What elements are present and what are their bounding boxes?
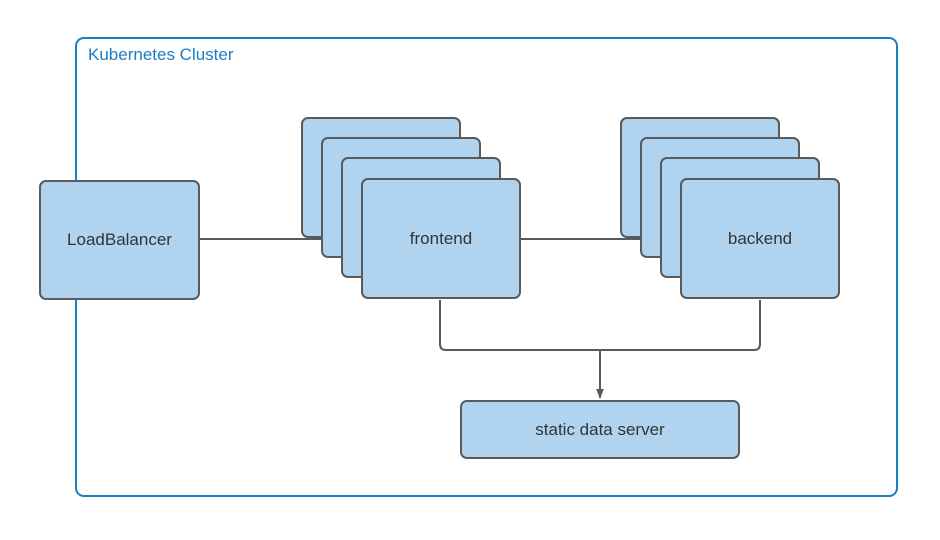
node-backend-front-card[interactable]: backend: [680, 178, 840, 299]
node-frontend-front-card[interactable]: frontend: [361, 178, 521, 299]
node-backend[interactable]: backend: [620, 117, 840, 299]
kubernetes-cluster-label: Kubernetes Cluster: [88, 45, 234, 64]
node-backend-label: backend: [727, 228, 793, 248]
node-frontend[interactable]: frontend: [301, 117, 521, 299]
node-loadbalancer-label: LoadBalancer: [67, 230, 172, 249]
node-static-data-server-label: static data server: [535, 419, 665, 439]
node-static-data-server[interactable]: static data server: [460, 400, 740, 459]
node-frontend-label: frontend: [409, 228, 473, 248]
node-loadbalancer[interactable]: LoadBalancer: [39, 180, 200, 300]
